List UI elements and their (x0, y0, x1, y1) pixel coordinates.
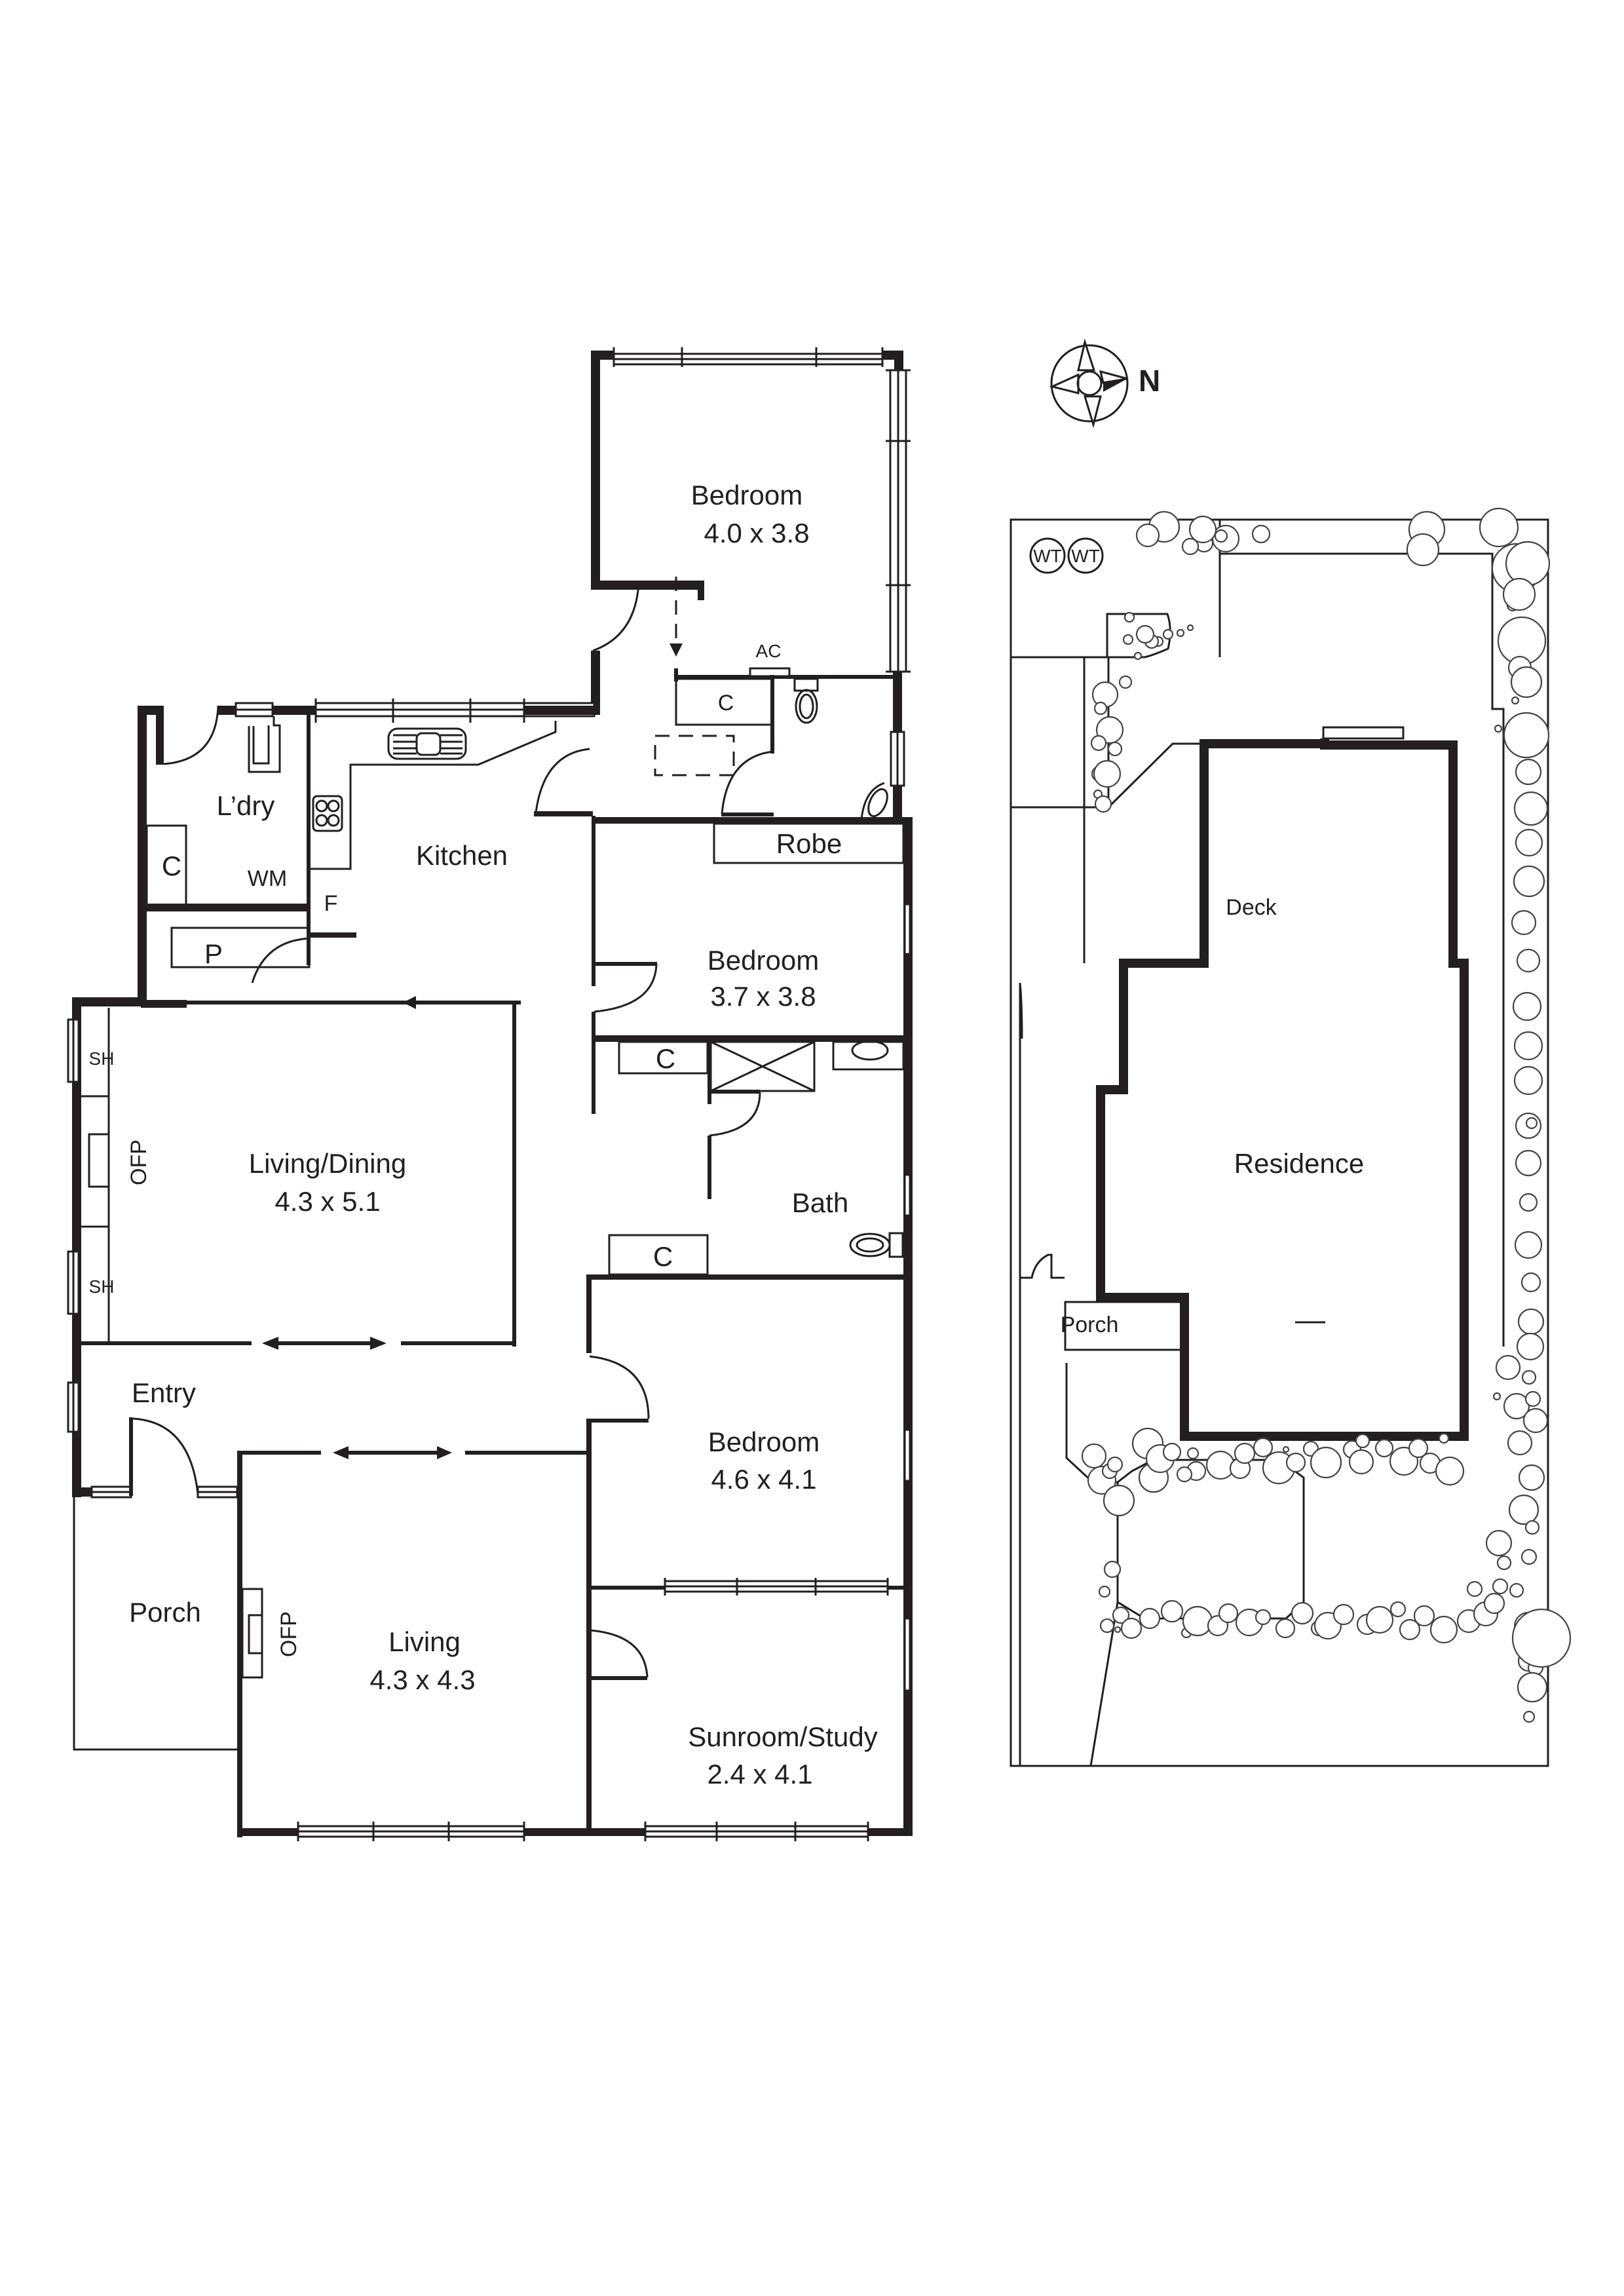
door-swing (535, 748, 590, 813)
basin-icon (867, 788, 888, 818)
siteplan: WT WT Residence Deck Porch (1010, 507, 1572, 1767)
front-door-swing (132, 1417, 199, 1495)
site-boundary (1010, 518, 1549, 1767)
room-label-entry: Entry (132, 1377, 196, 1408)
room-label-sunroom: Sunroom/Study (688, 1721, 878, 1752)
compass-rose-icon (1050, 344, 1129, 423)
deck-label: Deck (1226, 895, 1277, 920)
robe (713, 822, 905, 864)
landscaping-trees (1081, 507, 1572, 1723)
door-swing (592, 583, 640, 652)
toilet-icon-2 (849, 1233, 891, 1257)
room-dims-living: 4.3 x 4.3 (369, 1664, 475, 1695)
vanity (832, 1041, 905, 1071)
sh-label-2: SH (89, 1276, 115, 1297)
compass: N (1049, 338, 1160, 429)
cooktop-icon (312, 795, 343, 832)
fireplace (88, 1133, 110, 1188)
arrow-double-icon-2 (333, 1446, 349, 1459)
floorplan: Bedroom 4.0 x 3.8 AC C (67, 347, 913, 1841)
closet-label: C (718, 691, 734, 716)
laundry-left-wall (138, 706, 147, 1004)
pantry-label: P (204, 938, 223, 969)
water-tank-label-2: WT (1071, 546, 1100, 566)
closet-label-3: C (653, 1241, 673, 1272)
room-dims-bedroom-2: 3.7 x 3.8 (710, 981, 816, 1012)
laundry-closet-label: C (162, 851, 181, 881)
ofp-label-2: OFP (276, 1611, 301, 1657)
porch-outline (73, 1497, 242, 1751)
toilet-icon (795, 689, 818, 724)
ac-unit (749, 667, 791, 678)
room-label-living-dining: Living/Dining (249, 1148, 406, 1179)
sh-label-1: SH (89, 1048, 115, 1069)
closet-label-2: C (656, 1043, 675, 1074)
roof-hatch (654, 735, 735, 776)
room-dims-bedroom-3: 4.6 x 4.1 (711, 1464, 816, 1495)
room-label-bath: Bath (792, 1187, 848, 1218)
robe-label: Robe (776, 828, 842, 859)
ac-label: AC (756, 641, 782, 661)
room-dims-bedroom-1: 4.0 x 3.8 (704, 518, 809, 548)
site-porch-label: Porch (1061, 1312, 1119, 1337)
arrow-down-icon (670, 643, 683, 657)
ofp-label: OFP (126, 1139, 151, 1185)
wm-label: WM (248, 866, 287, 891)
compass-north-label: N (1139, 364, 1160, 398)
room-label-living: Living (388, 1626, 461, 1657)
shower (709, 1041, 816, 1092)
water-tank-label-1: WT (1033, 546, 1062, 566)
room-label-laundry: L’dry (217, 790, 275, 821)
arrow-double-icon (262, 1337, 278, 1350)
room-dims-living-dining: 4.3 x 5.1 (274, 1186, 380, 1217)
fridge-label: F (324, 891, 338, 916)
room-label-bedroom-3: Bedroom (708, 1426, 820, 1457)
room-label-kitchen: Kitchen (416, 840, 508, 871)
basin-icon-2 (851, 1040, 889, 1061)
residence-outline (1096, 738, 1469, 1441)
room-label-bedroom-2: Bedroom (708, 945, 819, 976)
arrow-left-icon (403, 996, 416, 1009)
room-dims-sunroom: 2.4 x 4.1 (707, 1759, 812, 1789)
residence-label: Residence (1234, 1148, 1364, 1179)
tree-icon (1081, 507, 1572, 1723)
room-label-porch: Porch (129, 1597, 201, 1628)
living-dining-left-wall (72, 997, 81, 1495)
room-label-bedroom-1: Bedroom (691, 480, 803, 510)
sink-icon (387, 727, 467, 760)
